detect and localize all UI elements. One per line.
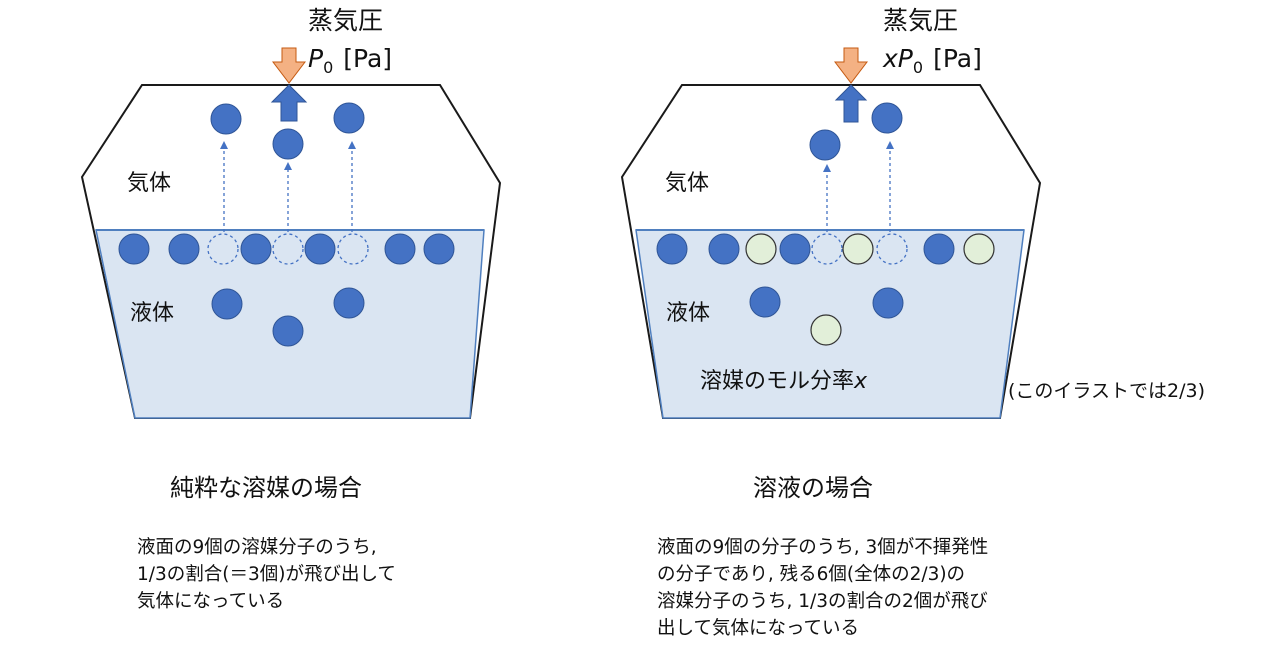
vapor-unit: [Pa] bbox=[933, 44, 982, 73]
left-note: 液面の9個の溶媒分子のうち, 1/3の割合(＝3個)が飛び出して 気体になってい… bbox=[137, 534, 396, 615]
solvent-molecule bbox=[384, 233, 416, 265]
vapor-unit: [Pa] bbox=[343, 44, 392, 73]
right-note-line: 液面の9個の分子のうち, 3個が不揮発性 bbox=[657, 537, 989, 558]
right-note-line: 溶媒分子のうち, 1/3の割合の2個が飛び bbox=[657, 591, 988, 612]
left-gas-label: 気体 bbox=[127, 171, 171, 196]
vacated-site bbox=[876, 233, 908, 265]
vapor-subscript: 0 bbox=[913, 58, 923, 77]
mole-fraction-label: 溶媒のモル分率x bbox=[700, 369, 868, 394]
solute-molecule bbox=[745, 233, 777, 265]
left-escape-arrows bbox=[220, 141, 356, 232]
mole-fraction-var: x bbox=[853, 369, 868, 394]
solvent-molecule bbox=[304, 233, 336, 265]
right-vapor-title: 蒸気圧 bbox=[883, 6, 958, 35]
vapor-symbol: P bbox=[898, 44, 914, 73]
left-surface-molecules bbox=[118, 233, 455, 265]
up-arrow-icon bbox=[834, 84, 868, 123]
right-surface-molecules bbox=[656, 233, 995, 265]
vapor-subscript: 0 bbox=[323, 58, 333, 77]
down-arrow-icon bbox=[833, 47, 869, 84]
solvent-molecule bbox=[272, 128, 304, 160]
solute-molecule bbox=[963, 233, 995, 265]
left-container bbox=[80, 84, 502, 419]
left-note-line: 1/3の割合(＝3個)が飛び出して bbox=[137, 564, 396, 585]
right-liquid-label: 液体 bbox=[666, 301, 710, 326]
solvent-molecule bbox=[333, 287, 365, 319]
solvent-molecule bbox=[809, 129, 841, 161]
mole-fraction-text: 溶媒のモル分率 bbox=[700, 369, 854, 394]
solvent-molecule bbox=[871, 102, 903, 134]
solvent-molecule bbox=[118, 233, 150, 265]
solvent-molecule bbox=[211, 288, 243, 320]
left-vapor-title: 蒸気圧 bbox=[308, 6, 383, 35]
solute-molecule bbox=[842, 233, 874, 265]
left-note-line: 気体になっている bbox=[137, 591, 285, 612]
left-gas-molecules bbox=[210, 102, 365, 160]
right-bulk-molecules bbox=[749, 286, 904, 346]
left-note-line: 液面の9個の溶媒分子のうち, bbox=[137, 537, 377, 558]
vacated-site bbox=[811, 233, 843, 265]
ratio-note: (このイラストでは2/3) bbox=[1008, 380, 1206, 402]
solvent-molecule bbox=[333, 102, 365, 134]
left-caption: 純粋な溶媒の場合 bbox=[170, 474, 362, 502]
right-escape-arrows bbox=[823, 141, 894, 232]
vapor-prefix: x bbox=[882, 44, 898, 73]
right-note-line: 出して気体になっている bbox=[657, 618, 860, 639]
vacated-site bbox=[272, 233, 304, 265]
right-gas-molecules bbox=[809, 102, 903, 161]
solvent-molecule bbox=[923, 233, 955, 265]
solvent-molecule bbox=[749, 286, 781, 318]
right-note: 液面の9個の分子のうち, 3個が不揮発性 の分子であり, 残る6個(全体の2/3… bbox=[657, 534, 988, 642]
solvent-molecule bbox=[240, 233, 272, 265]
solute-molecule bbox=[810, 314, 842, 346]
right-vapor-formula: xP0 [Pa] bbox=[882, 44, 982, 77]
vacated-site bbox=[337, 233, 369, 265]
solvent-molecule bbox=[708, 233, 740, 265]
solvent-molecule bbox=[423, 233, 455, 265]
vapor-symbol: P bbox=[308, 44, 324, 73]
left-vapor-formula: P0 [Pa] bbox=[308, 44, 392, 77]
solvent-molecule bbox=[872, 287, 904, 319]
solvent-molecule bbox=[779, 233, 811, 265]
right-gas-label: 気体 bbox=[665, 171, 709, 196]
right-caption: 溶液の場合 bbox=[753, 474, 873, 502]
solvent-molecule bbox=[210, 103, 242, 135]
left-bulk-molecules bbox=[211, 287, 365, 347]
solvent-molecule bbox=[272, 315, 304, 347]
down-arrow-icon bbox=[271, 47, 307, 84]
vacated-site bbox=[207, 233, 239, 265]
right-note-line: の分子であり, 残る6個(全体の2/3)の bbox=[657, 564, 966, 585]
up-arrow-icon bbox=[270, 84, 308, 122]
solvent-molecule bbox=[168, 233, 200, 265]
solvent-molecule bbox=[656, 233, 688, 265]
left-liquid-label: 液体 bbox=[130, 301, 174, 326]
